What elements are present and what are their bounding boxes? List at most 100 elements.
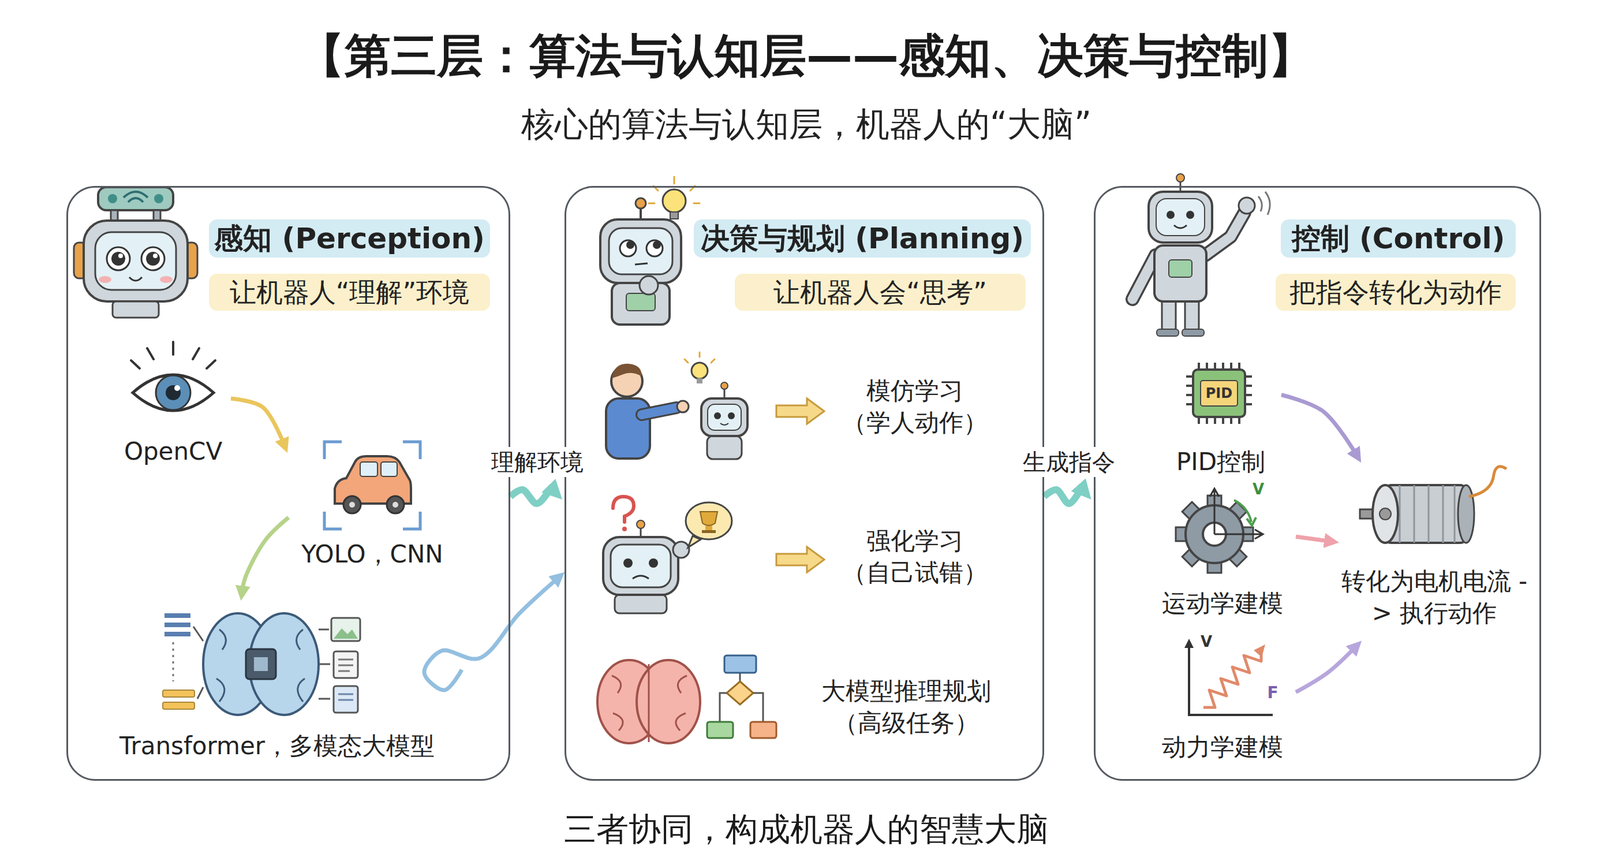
robot-sensor-icon-part [123, 191, 148, 198]
method-item: OpenCV [115, 352, 231, 468]
pid-chip-icon-part [1193, 369, 1246, 417]
ai-brain-icon-part [193, 626, 204, 641]
dynamics-graph-icon-part [1203, 649, 1262, 708]
imitation-learning-icon-part [696, 378, 703, 384]
axis-label: V [1200, 632, 1213, 651]
imitation-learning-icon-part [677, 400, 689, 413]
car-detection-icon-part [349, 501, 355, 508]
ai-brain-icon-part [172, 641, 175, 682]
imitation-learning-icon-part [776, 398, 825, 424]
robot-waving-icon-part [1168, 259, 1192, 278]
reinforcement-learning-icon-part [701, 529, 716, 533]
car-detection-icon-part [343, 495, 361, 514]
item-label: YOLO，CNN [288, 538, 456, 571]
item-label: 大模型推理规划 （高级任务） [808, 675, 1005, 739]
ai-brain-icon-part [338, 693, 354, 700]
method-item: Transformer，多模态大模型 [92, 600, 462, 765]
ai-brain-icon-part [333, 651, 358, 678]
method-item: YOLO，CNN [288, 435, 456, 572]
robot-thinking-icon-part [646, 240, 663, 257]
imitation-learning-icon-part [713, 412, 721, 420]
flow-arrow [241, 517, 289, 592]
reinforcement-learning-icon-part [685, 502, 732, 540]
ai-brain-icon-part [164, 631, 191, 637]
reinforcement-learning-icon-part [700, 511, 718, 526]
ai-brain-icon-part [245, 648, 276, 679]
item-label: 动力学建模 [1148, 731, 1296, 764]
car-detection-icon-part [360, 461, 378, 477]
panel-heading: 决策与规划 (Planning) [693, 219, 1031, 258]
imitation-learning-icon-part [641, 407, 677, 415]
reinforcement-learning-icon-part [610, 544, 671, 588]
eye-icon-part [192, 348, 200, 360]
llm-planning-icon-part [726, 681, 754, 705]
robot-waving-icon-part [1156, 329, 1179, 336]
reinforcement-learning-icon-part [673, 541, 690, 558]
motor-icon-part [1399, 484, 1455, 543]
robot-waving-icon [1132, 173, 1270, 336]
robot-sensor-icon-part [152, 253, 158, 259]
ai-brain-icon-part [333, 685, 358, 713]
robot-thinking-icon-part [635, 197, 646, 209]
panel-heading: 控制 (Control) [1280, 219, 1516, 258]
car-detection-icon [324, 441, 421, 529]
ai-brain-icon-part [216, 629, 305, 702]
robot-waving-icon-part [1186, 210, 1195, 219]
robot-waving-icon-part [1238, 197, 1255, 214]
robot-sensor-icon-part [83, 220, 188, 302]
imitation-learning-icon-part [707, 404, 742, 431]
flow-arrow [510, 489, 555, 504]
robot-thinking-icon-part [648, 176, 700, 204]
panel-subheading: 让机器人“理解”环境 [208, 273, 491, 311]
reinforcement-learning-icon-part [648, 558, 659, 568]
dynamics-graph-icon-part [1189, 641, 1273, 715]
gear-icon [1175, 488, 1263, 573]
reinforcement-learning-icon-part [623, 558, 633, 568]
eye-icon-part [131, 360, 140, 369]
ai-brain-icon-part [338, 659, 354, 671]
flow-arrow [1295, 536, 1331, 541]
eye-icon-part [132, 374, 214, 411]
robot-sensor-icon-part [118, 253, 123, 259]
robot-waving-icon-part [1132, 255, 1156, 299]
robot-waving-icon-part [1154, 245, 1207, 302]
llm-planning-icon-part [636, 659, 701, 743]
robot-sensor-icon-part [129, 277, 142, 281]
robot-sensor-icon-part [146, 251, 160, 266]
motor-icon-part [1379, 507, 1392, 520]
motor-icon-part [1468, 466, 1507, 497]
panel-subheading: 把指令转化为动作 [1275, 273, 1516, 311]
robot-sensor-icon-part [159, 275, 173, 283]
robot-sensor-icon-part [98, 187, 174, 211]
robot-thinking-icon-part [619, 240, 637, 257]
pid-chip-icon-part [1186, 362, 1252, 424]
reinforcement-learning-icon-part [705, 525, 713, 531]
eye-icon [131, 341, 216, 411]
dynamics-graph-icon-part [1253, 644, 1266, 657]
car-detection-icon-part [380, 461, 398, 477]
robot-sensor-icon-part [154, 193, 164, 204]
chip-label: PID [1205, 384, 1233, 402]
ai-brain-icon-part [333, 627, 358, 639]
robot-waving-icon-part [1166, 210, 1175, 219]
robot-waving-icon-part [1184, 298, 1199, 332]
robot-sensor-icon-part [128, 197, 144, 203]
ai-brain-icon-part [162, 701, 195, 709]
robot-waving-icon-part [1148, 191, 1213, 243]
diagram-title: 【第三层：算法与认知层——感知、决策与控制】 [298, 28, 1315, 84]
robot-waving-icon-part [1174, 225, 1187, 228]
item-label: PID控制 [1160, 446, 1282, 478]
ai-brain-icon-part [318, 628, 330, 631]
robot-sensor-icon-part [106, 247, 130, 271]
item-label: 模仿学习 （学人动作） [831, 375, 999, 439]
item-label: OpenCV [115, 435, 231, 468]
gear-icon-part [1234, 499, 1252, 522]
item-label: 运动学建模 [1148, 587, 1296, 620]
robot-thinking-icon-part [634, 263, 648, 265]
eye-icon-part [174, 384, 181, 391]
robot-sensor-icon-part [111, 251, 126, 266]
robot-sensor-icon-part [95, 232, 177, 290]
imitation-learning-icon-part [691, 362, 708, 379]
llm-planning-icon-part [724, 655, 757, 673]
robot-thinking-icon-part [652, 240, 661, 249]
